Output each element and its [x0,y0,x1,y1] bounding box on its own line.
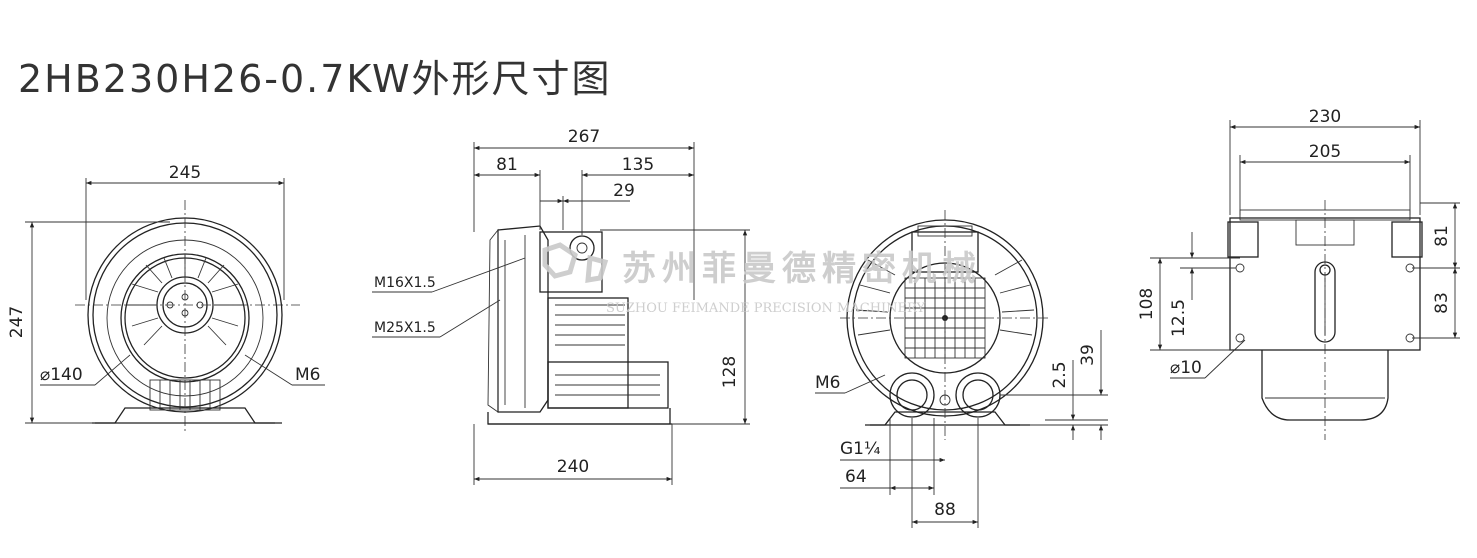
right-view: 230 205 81 83 108 12.5 ⌀10 [1137,107,1460,440]
dim-front-width: 245 [169,163,201,183]
label-hole-diameter: ⌀10 [1170,358,1202,378]
dim-side-81: 81 [496,155,518,175]
dim-rear-88: 88 [934,500,956,520]
label-cable-gland-m25: M25X1.5 [374,320,436,336]
rear-view: 2.5 39 88 64 G1¼ M6 [815,210,1108,528]
watermark-company-cn: 苏州菲曼德精密机械 [622,249,982,289]
dim-side-overall: 267 [568,127,600,147]
dim-side-135: 135 [622,155,654,175]
label-cable-gland-m16: M16X1.5 [374,275,436,291]
dim-right-108: 108 [1137,288,1157,320]
dim-rear-64: 64 [845,467,867,487]
dim-right-83: 83 [1432,292,1452,314]
dim-right-overall: 230 [1309,107,1341,127]
label-front-bolt: M6 [295,365,320,385]
dim-front-height: 247 [7,306,27,338]
dim-side-base: 240 [557,457,589,477]
label-rear-bolt: M6 [815,373,840,393]
watermark-company-en: SUZHOU FEIMANDE PRECISION MACHINERY [606,301,925,316]
dim-rear-2-5: 2.5 [1050,361,1070,388]
dim-right-inner: 205 [1309,142,1341,162]
company-watermark: 苏州菲曼德精密机械 SUZHOU FEIMANDE PRECISION MACH… [542,242,982,316]
side-view: 267 81 135 29 240 128 M16X1.5 M25X1.5 [372,127,750,485]
label-port-thread: G1¼ [840,439,880,459]
label-inner-diameter: ⌀140 [40,365,83,385]
dim-side-29: 29 [613,181,635,201]
front-view: 245 247 ⌀140 M6 [7,163,325,432]
company-logo-icon [542,242,609,283]
dim-right-12-5: 12.5 [1169,299,1189,337]
drawing-title: 2HB230H26-0.7KW外形尺寸图 [18,57,612,101]
dim-rear-39: 39 [1078,344,1098,366]
dim-side-128: 128 [720,356,740,388]
dim-right-81: 81 [1432,225,1452,247]
